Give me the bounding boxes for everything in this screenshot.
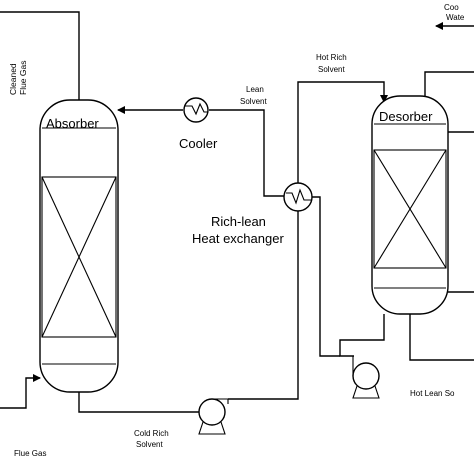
cold-rich-solvent-label-1: Cold Rich xyxy=(134,429,169,438)
cleaned-flue-gas-label: Cleaned Flue Gas xyxy=(8,61,28,96)
flue-gas-inlet-line xyxy=(0,374,41,409)
desorber-overhead-line xyxy=(424,71,474,96)
hot-rich-solvent-label-2: Solvent xyxy=(318,65,345,74)
cooling-water-label-2: Wate xyxy=(446,13,465,22)
absorber-column xyxy=(39,99,119,393)
cold-rich-solvent-label-2: Solvent xyxy=(136,440,163,449)
cold-rich-solvent-line xyxy=(78,392,200,413)
hot-lean-solvent-line xyxy=(339,314,385,357)
hot-lean-solvent-label: Hot Lean So xyxy=(410,389,455,398)
cold-rich-to-hx-line xyxy=(228,211,299,400)
lean-solvent-label-2: Solvent xyxy=(240,97,267,106)
flue-gas-label: Flue Gas xyxy=(14,449,46,458)
hx-label-1: Rich-lean xyxy=(211,214,266,229)
cooling-water-label-1: Coo xyxy=(444,3,459,12)
hot-rich-solvent-line xyxy=(297,81,388,183)
reboiler-return-line xyxy=(409,314,474,361)
cooler-icon xyxy=(183,97,209,123)
svg-text:Cleaned: Cleaned xyxy=(8,63,18,95)
svg-text:Flue Gas: Flue Gas xyxy=(18,61,28,96)
absorber-label: Absorber xyxy=(46,116,99,131)
hx-label-2: Heat exchanger xyxy=(192,231,284,246)
cooler-label: Cooler xyxy=(179,136,218,151)
desorber-column xyxy=(371,95,449,315)
lean-solvent-label-1: Lean xyxy=(246,85,264,94)
rich-lean-heat-exchanger-icon xyxy=(283,182,313,212)
lean-solvent-line xyxy=(209,109,284,197)
hot-rich-solvent-label-1: Hot Rich xyxy=(316,53,347,62)
cleaned-flue-gas-line xyxy=(0,11,80,100)
hot-lean-to-hx-line xyxy=(312,196,340,357)
hot-lean-pump-icon xyxy=(352,356,380,399)
cold-rich-pump-icon xyxy=(198,398,229,435)
desorber-label: Desorber xyxy=(379,109,433,124)
